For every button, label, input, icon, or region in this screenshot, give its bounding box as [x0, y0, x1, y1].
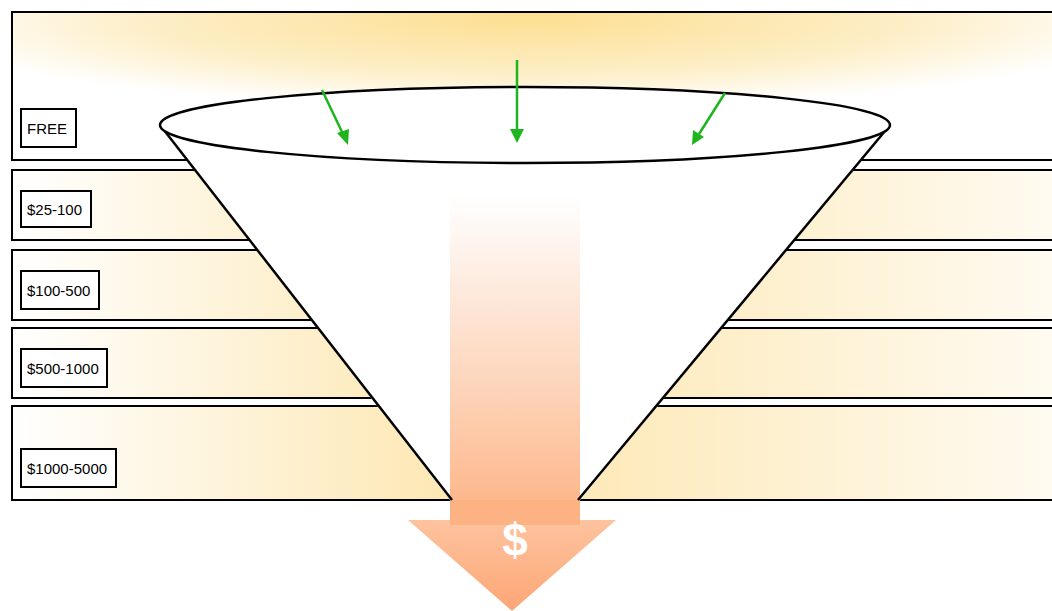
price-tier-label: FREE [20, 108, 77, 148]
tier-text: $25-100 [27, 202, 82, 217]
inflow-arrow [322, 60, 725, 145]
tier-text: $500-1000 [27, 361, 99, 376]
funnel [160, 87, 890, 611]
price-tier-label: $100-500 [20, 270, 100, 310]
price-tier-label: $1000-5000 [20, 448, 117, 488]
dollar-sign: $ [502, 517, 528, 563]
price-tier-label: $500-1000 [20, 348, 108, 388]
tier-text: $1000-5000 [27, 461, 107, 476]
tier-text: FREE [27, 121, 67, 136]
price-tier-label: $25-100 [20, 190, 92, 228]
tier-text: $100-500 [27, 283, 90, 298]
